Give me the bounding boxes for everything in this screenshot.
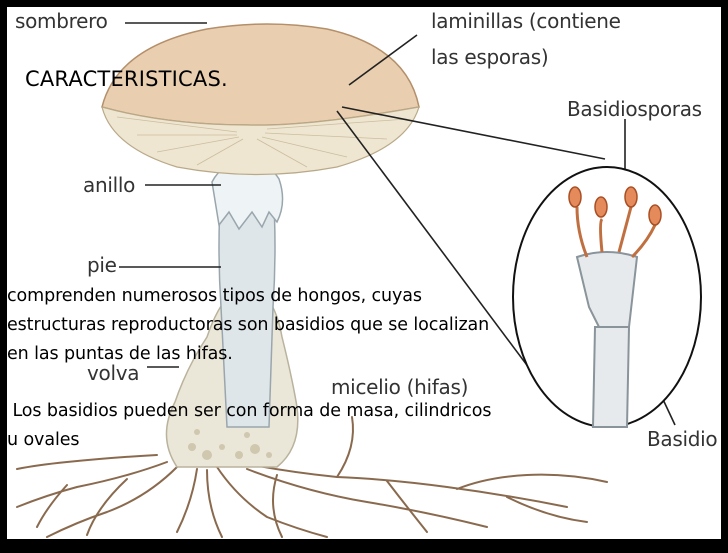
label-volva: volva bbox=[87, 361, 140, 385]
label-micelio: micelio (hifas) bbox=[331, 375, 469, 399]
label-anillo: anillo bbox=[83, 173, 136, 197]
label-sombrero: sombrero bbox=[15, 9, 108, 33]
label-laminillas-line1: laminillas (contiene bbox=[431, 9, 621, 33]
body-line-3: en las puntas de las hifas. bbox=[7, 344, 233, 364]
body-line-2: estructuras reproductoras son basidios q… bbox=[7, 315, 490, 335]
label-pie: pie bbox=[87, 253, 117, 277]
label-laminillas-line2: las esporas) bbox=[431, 45, 549, 69]
slide-title: CARACTERISTICAS. bbox=[25, 67, 228, 91]
label-basidio: Basidio bbox=[647, 427, 718, 451]
slide: sombrero laminillas (contiene las espora… bbox=[7, 7, 721, 539]
label-basidiosporas: Basidiosporas bbox=[567, 97, 702, 121]
mushroom-diagram bbox=[16, 22, 702, 538]
body-line-1: comprenden numerosos tipos de hongos, cu… bbox=[7, 286, 422, 306]
body-line-4: Los basidios pueden ser con forma de mas… bbox=[7, 401, 492, 421]
mycelium-hyphae bbox=[16, 416, 608, 538]
body-line-5: u ovales bbox=[7, 430, 80, 450]
